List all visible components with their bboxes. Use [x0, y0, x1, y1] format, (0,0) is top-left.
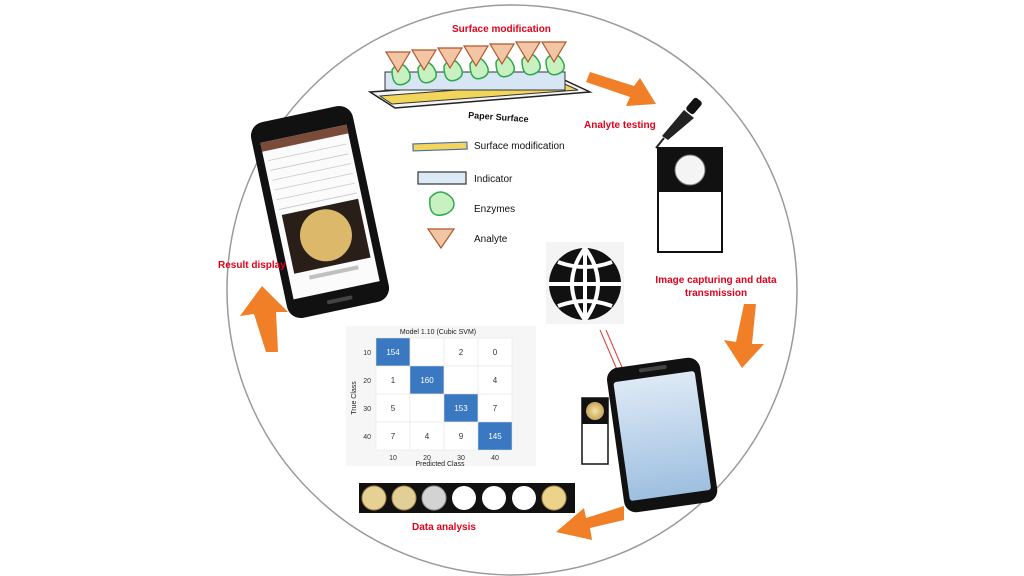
- cm-cell: [443, 365, 479, 395]
- cm-cell-diagonal: [375, 337, 411, 367]
- legend-item-analyte: Analyte: [426, 228, 508, 250]
- cm-col-tick: 20: [423, 455, 431, 462]
- signal-line-1: [599, 329, 619, 373]
- signal-line-2: [605, 329, 625, 373]
- cm-cell-value: 2: [459, 348, 464, 357]
- analytes-on-surface: [384, 41, 568, 74]
- arrow-to-image-capture: [724, 304, 764, 368]
- cm-cell: [443, 337, 479, 367]
- cm-cell-value: 1: [391, 376, 396, 385]
- cm-cell: [409, 337, 445, 367]
- paper-surface-illustration: [367, 41, 593, 109]
- cm-row-tick: 10: [363, 350, 371, 357]
- legend-label: Enzymes: [474, 204, 515, 215]
- cm-cell: [375, 365, 411, 395]
- blue-strip-icon: [417, 171, 467, 185]
- arrow-to-data-analysis: [556, 506, 624, 540]
- confusion-matrix-title: Model 1.10 (Cubic SVM): [400, 329, 476, 336]
- step-label-image-capturing: Image capturing and data transmission: [655, 275, 777, 299]
- cm-col-tick: 40: [491, 455, 499, 462]
- globe-icon: [546, 242, 624, 324]
- sample-images-row: [359, 483, 575, 513]
- capture-phone-icon: [606, 357, 718, 513]
- cm-cell-value: 7: [391, 432, 396, 441]
- cm-cell-value: 154: [386, 348, 400, 357]
- cm-cell-value: 5: [391, 404, 396, 413]
- cm-cell: [409, 421, 445, 451]
- confusion-matrix-xlabel: Predicted Class: [415, 461, 465, 468]
- legend-label: Surface modification: [474, 141, 565, 152]
- step-label-analyte-testing: Analyte testing: [584, 120, 656, 131]
- legend-item-indicator: Indicator: [417, 171, 513, 185]
- cm-col-tick: 30: [457, 455, 465, 462]
- cm-cell-value: 4: [493, 376, 498, 385]
- cm-row-tick: 40: [363, 434, 371, 441]
- cm-cell: [409, 393, 445, 423]
- step-label-data-analysis: Data analysis: [412, 522, 476, 533]
- result-phone-icon: [250, 105, 390, 319]
- cm-cell-value: 160: [420, 376, 434, 385]
- enzymes-on-surface: [391, 53, 565, 86]
- paper-surface-label: Paper Surface: [468, 110, 529, 124]
- step-label-surface-modification: Surface modification: [452, 24, 551, 35]
- arrow-to-analyte-testing: [586, 72, 656, 106]
- cycle-circle: [226, 4, 798, 576]
- test-strip-small-icon: [581, 397, 609, 465]
- green-blob-icon: [429, 191, 455, 216]
- legend-item-enzymes: Enzymes: [429, 191, 515, 216]
- cm-cell-value: 153: [454, 404, 468, 413]
- confusion-matrix-ylabel: True Class: [351, 381, 358, 415]
- cm-cell: [375, 421, 411, 451]
- arrow-to-result-display: [240, 286, 288, 352]
- cm-cell-value: 0: [493, 348, 498, 357]
- step-label-result-display: Result display: [218, 260, 286, 271]
- cm-cell: [477, 365, 513, 395]
- dropper-icon: [655, 97, 702, 149]
- cm-row-tick: 20: [363, 378, 371, 385]
- cm-cell: [443, 421, 479, 451]
- cm-cell-diagonal: [409, 365, 445, 395]
- cm-cell-value: 4: [425, 432, 430, 441]
- test-strip-top-icon: [657, 147, 723, 253]
- yellow-strip-icon: [412, 141, 468, 152]
- orange-triangle-icon: [426, 228, 456, 250]
- cm-row-tick: 30: [363, 406, 371, 413]
- legend-label: Indicator: [474, 174, 513, 185]
- legend: Surface modification Indicator Enzymes A…: [412, 141, 565, 250]
- cm-cell-diagonal: [443, 393, 479, 423]
- cm-cell: [477, 337, 513, 367]
- legend-item-surface-modification: Surface modification: [412, 141, 565, 152]
- cm-cell-value: 145: [488, 432, 502, 441]
- cm-cell-diagonal: [477, 421, 513, 451]
- legend-label: Analyte: [474, 234, 508, 245]
- cm-col-tick: 10: [389, 455, 397, 462]
- cm-cell-value: 9: [459, 432, 464, 441]
- cm-cell-value: 7: [493, 404, 498, 413]
